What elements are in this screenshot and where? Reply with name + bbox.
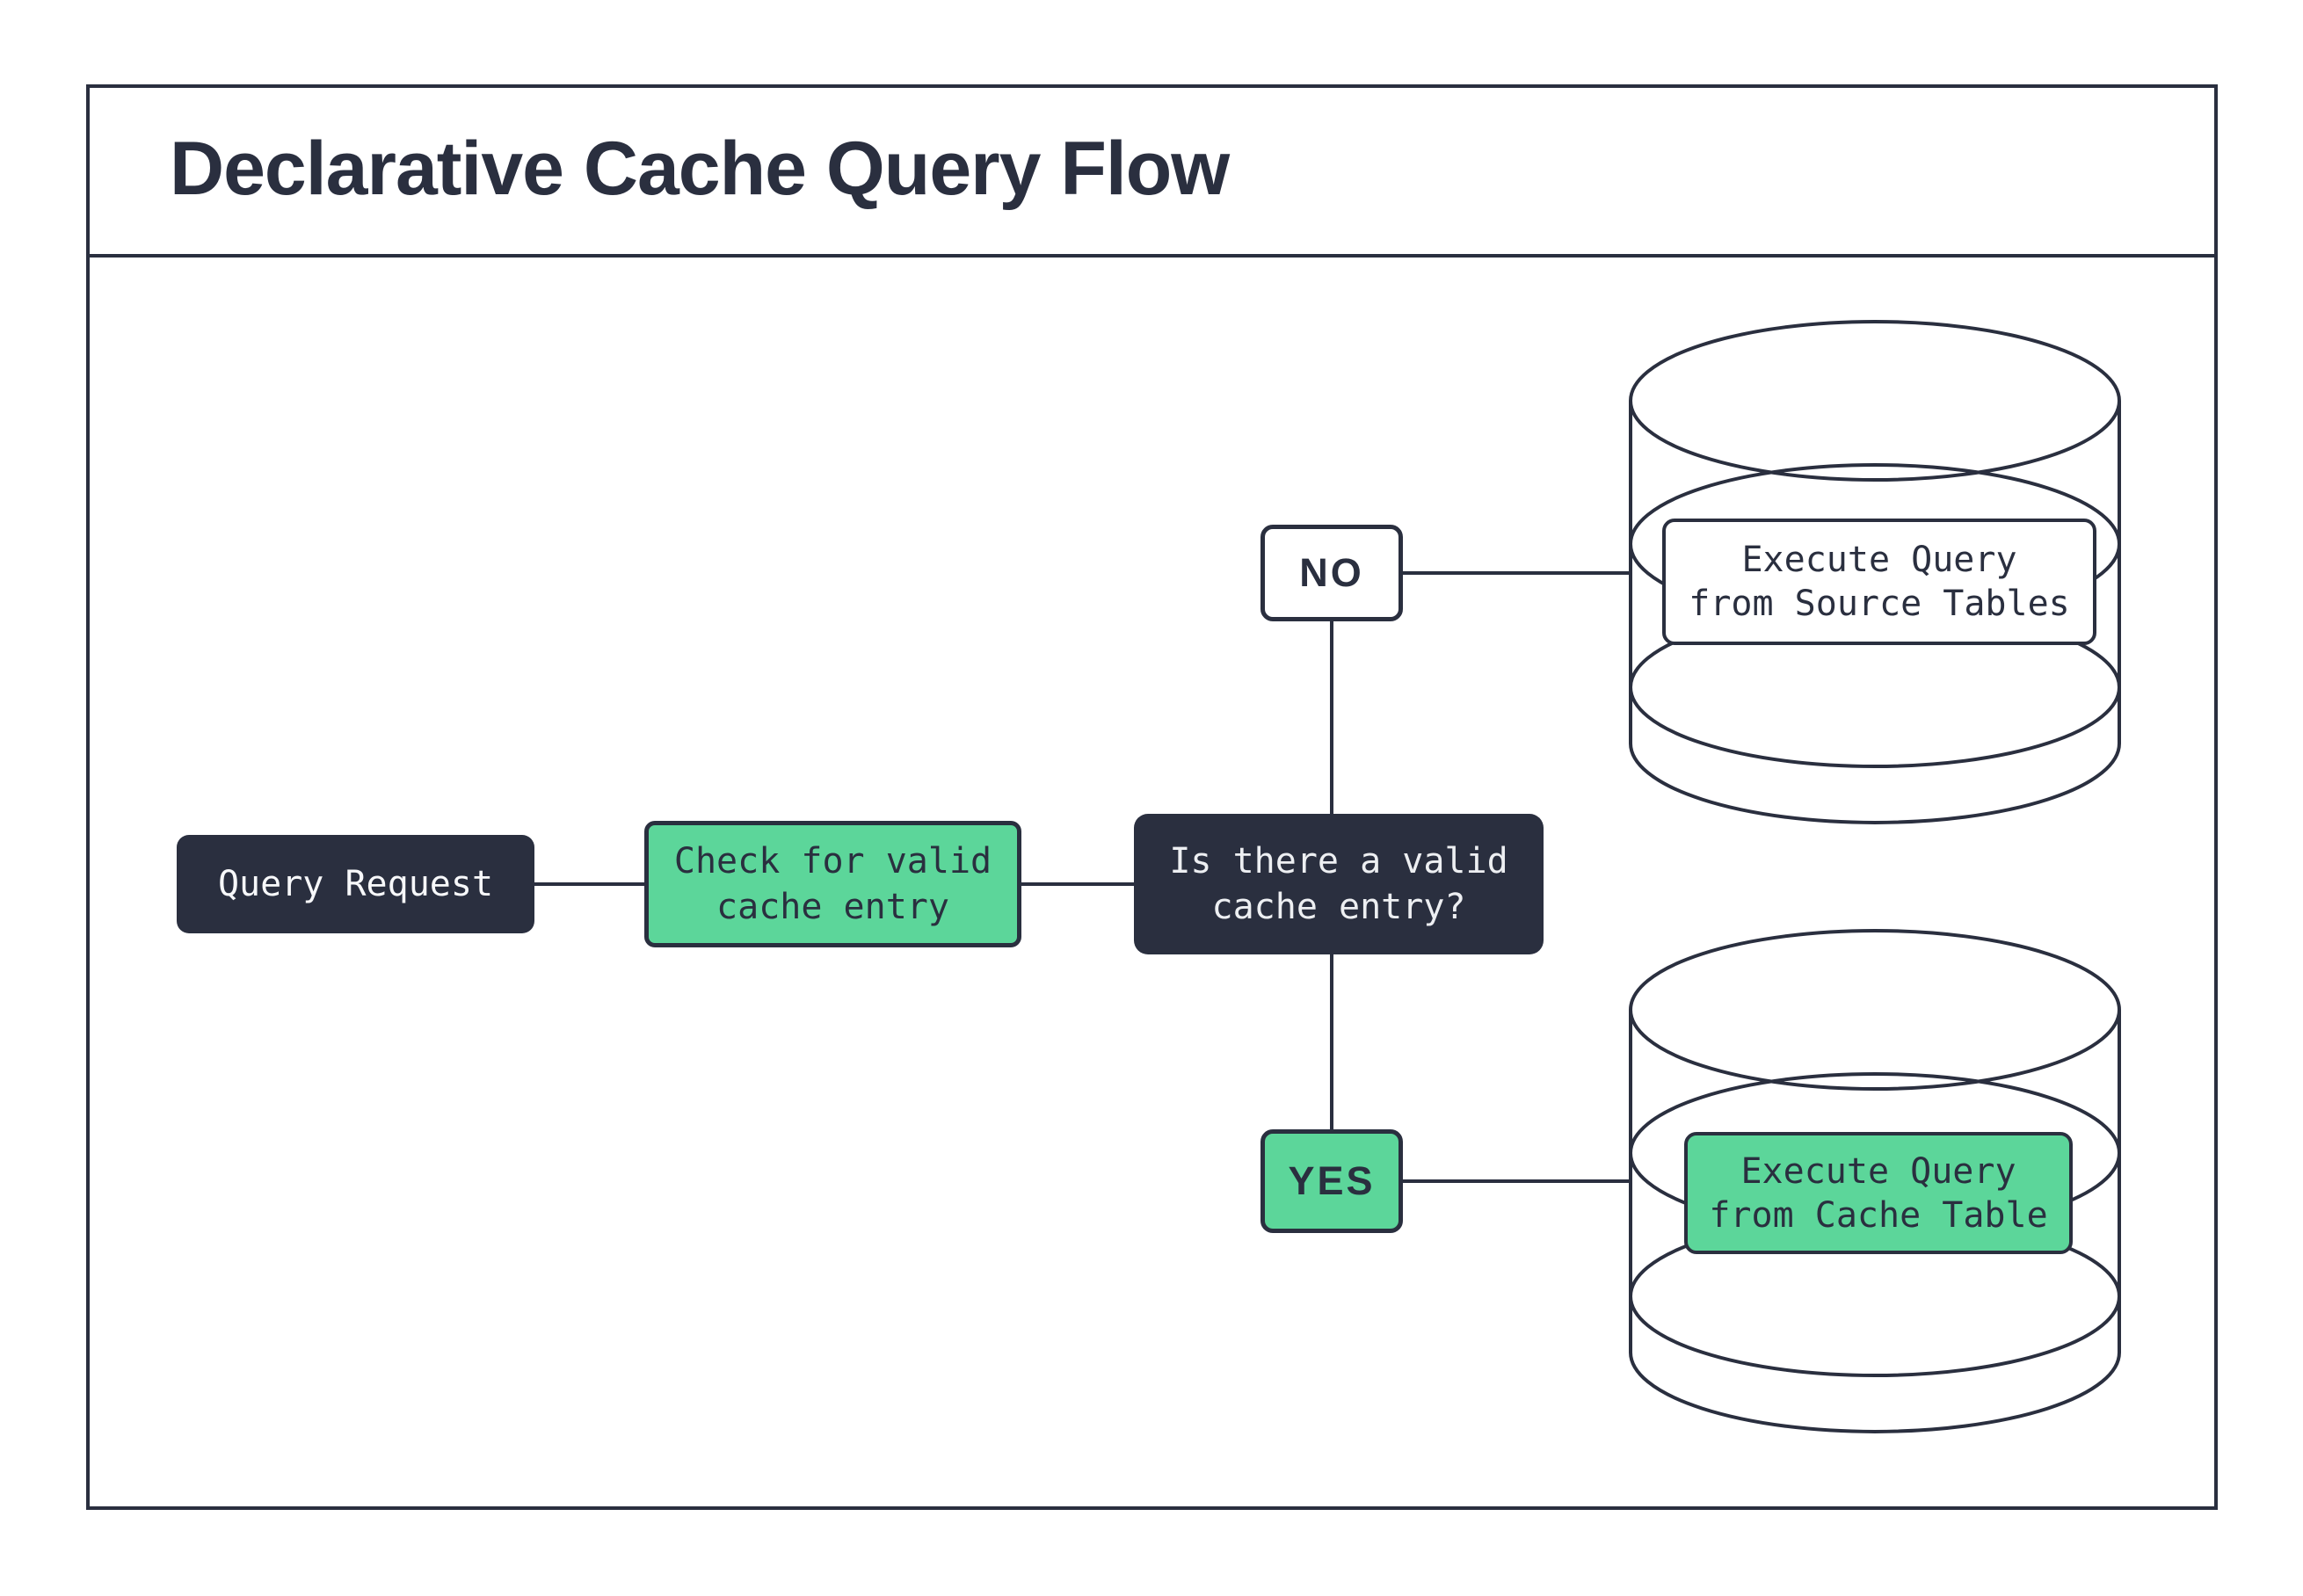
page-title: Declarative Cache Query Flow (170, 127, 1230, 211)
branch-no: NO (1260, 525, 1403, 621)
cache-database-cylinder (1629, 929, 2121, 1433)
node-execute-cache-table: Execute Query from Cache Table (1684, 1132, 2073, 1254)
title-bar: Declarative Cache Query Flow (86, 84, 2218, 258)
node-check-cache: Check for valid cache entry (644, 821, 1021, 947)
node-execute-source-tables: Execute Query from Source Tables (1662, 519, 2096, 645)
node-decision-valid-cache: Is there a valid cache entry? (1134, 814, 1544, 954)
node-query-request: Query Request (177, 835, 534, 933)
branch-yes: YES (1260, 1129, 1403, 1233)
